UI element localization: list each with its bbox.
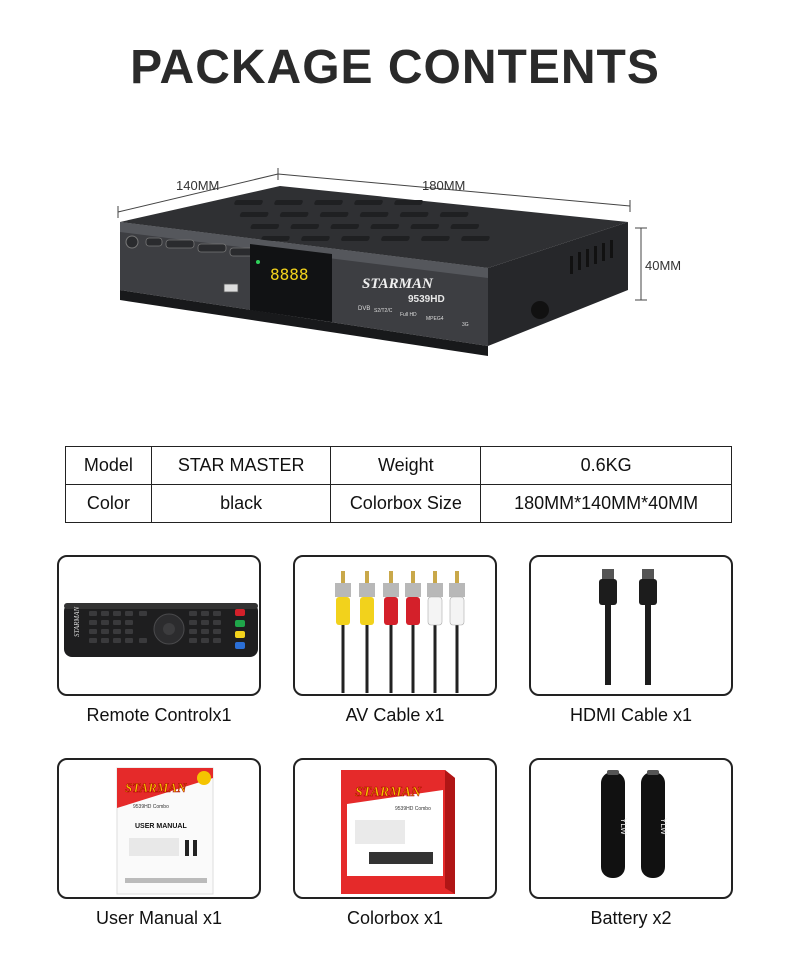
- hdmi-cable-card: [529, 555, 733, 696]
- badge-mpeg4: MPEG4: [426, 316, 444, 322]
- side-vents: [570, 240, 613, 274]
- colorbox-card: STARMAN 9539HD Combo: [293, 758, 497, 899]
- colorbox-image: STARMAN 9539HD Combo: [341, 770, 455, 894]
- display-digits: 8888: [270, 265, 309, 284]
- svg-text:YLW: YLW: [619, 818, 628, 835]
- badge-s2t2c: S2/T2/C: [374, 308, 393, 314]
- status-led: [256, 260, 260, 264]
- box-right-side: [488, 222, 628, 346]
- av-cable-card: [293, 555, 497, 696]
- product-hero: 8888 STARMAN 9539HD DVB S2/T2/C Full HD …: [100, 160, 700, 390]
- battery-card: YLW YLW: [529, 758, 733, 899]
- height-dimension-label: 40MM: [645, 258, 682, 273]
- remote-control-card: STARMAN: [57, 555, 261, 696]
- svg-text:9539HD Combo: 9539HD Combo: [395, 806, 431, 812]
- table-cell: Weight: [330, 446, 482, 485]
- user-manual-image: STARMAN 9539HD Combo USER MANUAL: [116, 767, 214, 895]
- table-cell: Model: [65, 446, 152, 485]
- side-port: [531, 301, 549, 319]
- yellow-key: [235, 631, 245, 638]
- user-manual-card: STARMAN 9539HD Combo USER MANUAL: [57, 758, 261, 899]
- menu-button: [145, 237, 163, 247]
- hdmi-cable-image: [599, 569, 657, 685]
- svg-text:USER MANUAL: USER MANUAL: [135, 823, 187, 830]
- item-label: AV Cable x1: [345, 705, 445, 725]
- width-dimension-line: [277, 173, 631, 207]
- table-cell: 0.6KG: [480, 446, 732, 485]
- badge-dvb: DVB: [358, 306, 370, 312]
- brand-logo: STARMAN: [362, 276, 434, 292]
- page-title: PACKAGE CONTENTS: [130, 41, 660, 94]
- depth-dimension-label: 140MM: [176, 178, 220, 193]
- svg-text:9539HD Combo: 9539HD Combo: [133, 804, 169, 810]
- spec-table: Model STAR MASTER Weight 0.6KG Color bla…: [65, 446, 732, 523]
- green-key: [235, 620, 245, 627]
- table-cell: 180MM*140MM*40MM: [480, 484, 732, 523]
- item-label: HDMI Cable x1: [569, 705, 693, 725]
- ok-button: [165, 239, 195, 249]
- width-dimension-label: 180MM: [422, 178, 466, 193]
- item-label: Colorbox x1: [346, 908, 444, 928]
- top-vents: [234, 200, 490, 241]
- av-cable-image: [335, 571, 465, 693]
- rca-plugs: [335, 571, 465, 693]
- svg-text:STARMAN: STARMAN: [355, 785, 422, 800]
- item-label: User Manual x1: [95, 908, 223, 928]
- svg-text:STARMAN: STARMAN: [125, 780, 187, 795]
- table-cell: black: [150, 484, 332, 523]
- set-top-box-illustration: 8888 STARMAN 9539HD DVB S2/T2/C Full HD …: [117, 168, 647, 356]
- item-label: Remote Controlx1: [86, 705, 232, 725]
- vol-button: [197, 243, 227, 253]
- blue-key: [235, 642, 245, 649]
- power-button: [125, 235, 139, 249]
- depth-dimension-line: [117, 173, 279, 213]
- badge-3g: 3G: [462, 322, 469, 328]
- item-label: Battery x2: [590, 908, 672, 928]
- usb-port: [223, 283, 239, 293]
- badge-fullhd: Full HD: [400, 312, 417, 318]
- table-row: Model STAR MASTER Weight 0.6KG: [65, 446, 732, 485]
- remote-control-image: STARMAN: [64, 603, 258, 657]
- table-cell: Color: [65, 484, 152, 523]
- table-cell: Colorbox Size: [330, 484, 482, 523]
- front-display-panel: [250, 244, 332, 322]
- table-cell: STAR MASTER: [150, 446, 332, 485]
- red-key: [235, 609, 245, 616]
- svg-text:YLW: YLW: [659, 818, 668, 835]
- battery-image: YLW YLW: [601, 770, 668, 878]
- svg-text:STARMAN: STARMAN: [73, 606, 81, 637]
- model-label: 9539HD: [408, 294, 445, 305]
- table-row: Color black Colorbox Size 180MM*140MM*40…: [65, 484, 732, 523]
